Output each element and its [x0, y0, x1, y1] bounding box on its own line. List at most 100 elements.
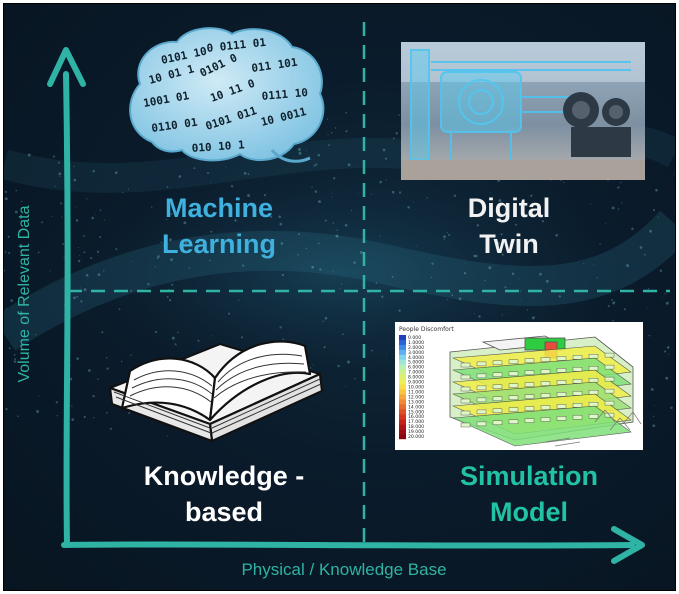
building-window	[508, 371, 519, 376]
particle-dot	[242, 264, 245, 267]
particle-dot	[71, 418, 75, 421]
particle-dot	[92, 169, 95, 173]
particle-dot	[22, 292, 25, 294]
particle-dot	[599, 243, 601, 245]
particle-dot	[78, 247, 79, 248]
legend-swatch	[399, 399, 406, 405]
legend-value: 4.0000	[408, 355, 424, 361]
particle-dot	[517, 249, 520, 252]
particle-dot	[80, 300, 83, 303]
particle-dot	[97, 378, 99, 380]
legend-value: 14.000	[408, 404, 424, 410]
particle-dot	[91, 216, 94, 220]
particle-dot	[652, 209, 656, 212]
particle-dot	[473, 313, 475, 315]
knowledge-based-line2: based	[184, 497, 264, 527]
svg-text:0111 10: 0111 10	[261, 86, 308, 103]
legend-swatch	[399, 389, 406, 395]
particle-dot	[386, 353, 388, 355]
particle-dot	[156, 257, 159, 259]
particle-dot	[319, 268, 322, 271]
particle-dot	[61, 216, 63, 218]
particle-dot	[398, 114, 400, 116]
particle-dot	[620, 181, 622, 184]
particle-dot	[611, 206, 615, 210]
legend-swatch	[399, 429, 406, 435]
svg-text:0 0111 01: 0 0111 01	[206, 36, 267, 55]
particle-dot	[670, 406, 673, 410]
digital-twin-line2: Twin	[479, 229, 539, 259]
building-window	[556, 380, 567, 385]
particle-dot	[458, 297, 462, 301]
building-window	[556, 368, 567, 373]
particle-dot	[167, 206, 170, 208]
particle-dot	[168, 238, 172, 242]
particle-dot	[76, 296, 79, 298]
legend-swatch	[399, 369, 406, 375]
particle-dot	[583, 263, 585, 265]
particle-dot	[127, 188, 129, 190]
particle-dot	[631, 227, 634, 231]
particle-dot	[120, 360, 123, 363]
particle-dot	[174, 343, 177, 345]
particle-dot	[589, 203, 591, 205]
particle-dot	[8, 347, 11, 350]
building-window	[540, 381, 551, 386]
particle-dot	[498, 199, 502, 203]
particle-dot	[613, 301, 616, 303]
particle-dot	[668, 353, 670, 355]
building-window	[460, 374, 471, 380]
particle-dot	[59, 175, 61, 177]
building-window	[524, 370, 535, 375]
particle-dot	[88, 369, 91, 372]
particle-dot	[370, 193, 372, 195]
particle-dot	[311, 265, 315, 269]
particle-dot	[14, 210, 18, 214]
particle-dot	[333, 177, 336, 180]
legend-title: People Discomfort	[399, 326, 454, 333]
particle-dot	[541, 220, 545, 223]
particle-dot	[347, 360, 350, 364]
particle-dot	[34, 334, 37, 336]
particle-dot	[496, 241, 500, 245]
particle-dot	[385, 179, 387, 181]
building-window	[476, 397, 487, 403]
particle-dot	[83, 288, 87, 292]
particle-dot	[666, 346, 670, 349]
particle-dot	[4, 269, 5, 272]
particle-dot	[243, 172, 247, 175]
particle-dot	[312, 364, 314, 366]
legend-value: 20.000	[408, 434, 424, 440]
particle-dot	[612, 301, 615, 305]
particle-dot	[621, 202, 623, 204]
particle-dot	[551, 180, 553, 181]
legend-value: 19.000	[408, 429, 424, 435]
particle-dot	[317, 242, 320, 245]
particle-dot	[654, 405, 655, 407]
particle-dot	[297, 148, 301, 151]
particle-dot	[519, 298, 521, 300]
particle-dot	[230, 185, 234, 188]
particle-dot	[155, 331, 158, 334]
particle-dot	[345, 130, 348, 133]
particle-dot	[5, 308, 8, 310]
x-axis-label: Physical / Knowledge Base	[241, 560, 447, 579]
particle-dot	[210, 230, 213, 233]
particle-dot	[13, 359, 15, 361]
digital-twin-line1: Digital	[467, 193, 551, 223]
particle-dot	[238, 208, 240, 210]
particle-dot	[73, 178, 77, 182]
particle-dot	[382, 148, 386, 152]
particle-dot	[78, 259, 81, 263]
particle-dot	[311, 186, 313, 188]
particle-dot	[611, 299, 613, 301]
particle-dot	[412, 201, 414, 203]
building-floor	[451, 405, 632, 447]
particle-dot	[504, 286, 507, 289]
particle-dot	[322, 320, 324, 322]
particle-dot	[129, 289, 132, 292]
particle-dot	[297, 253, 300, 256]
particle-dot	[193, 167, 196, 170]
particle-dot	[431, 262, 434, 265]
x-axis-arrow	[61, 526, 645, 564]
